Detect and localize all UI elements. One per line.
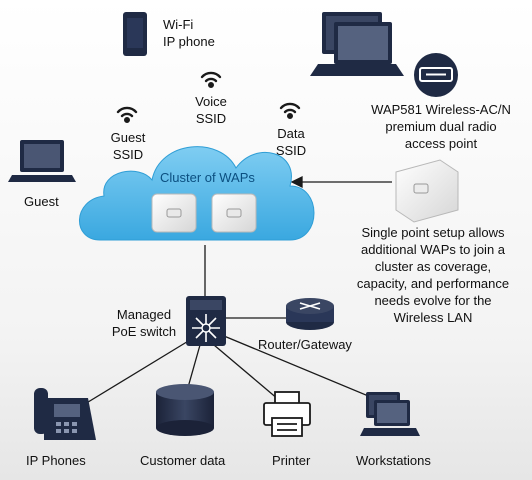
wifi-icon-voice [200, 71, 222, 88]
wap-badge-icon [414, 53, 458, 97]
customer-data-label: Customer data [140, 453, 226, 468]
switch-icon [186, 296, 226, 346]
wap-device-2 [211, 193, 257, 233]
guest-label: Guest [24, 194, 59, 209]
workstations-label: Workstations [356, 453, 431, 468]
ip-phones-label: IP Phones [26, 453, 86, 468]
printer-label: Printer [272, 453, 311, 468]
workstations-icon [360, 392, 420, 436]
desktop-computer-icon [310, 12, 404, 76]
wap-device-1 [151, 193, 197, 233]
single-point-description: Single point setup allows additional WAP… [356, 225, 510, 325]
wifi-icon-data [279, 102, 301, 119]
smartphone-icon [123, 12, 147, 56]
database-icon [156, 384, 214, 436]
wap581-description: WAP581 Wireless-AC/N premium dual radio … [371, 102, 511, 151]
router-label: Router/Gateway [258, 337, 352, 352]
printer-icon [263, 391, 311, 437]
router-icon [286, 298, 334, 330]
connection-lines [74, 245, 391, 411]
cluster-label: Cluster of WAPs [160, 170, 255, 185]
arrow-to-cluster [290, 175, 392, 189]
wifi-icon-guest [116, 106, 138, 123]
ip-phone-icon [34, 388, 96, 440]
wap581-device [395, 159, 459, 223]
laptop-icon [8, 140, 76, 182]
